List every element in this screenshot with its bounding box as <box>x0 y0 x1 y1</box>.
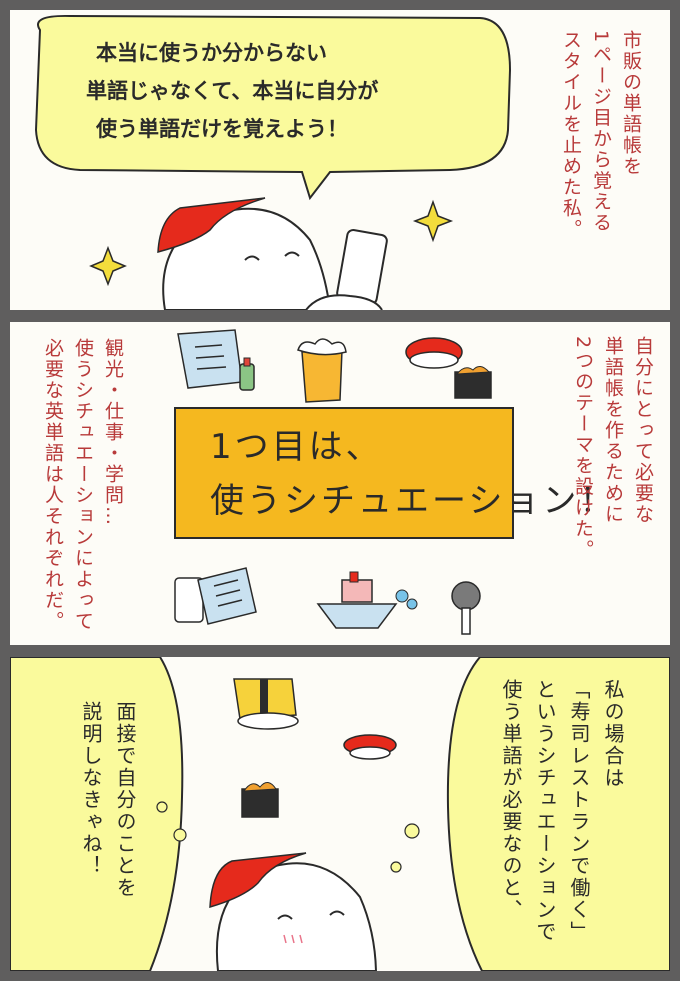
panel-3: 私の場合は 「寿司レストランで働く」 というシチュエーションで 使う単語が必要な… <box>10 657 670 971</box>
narration-line: 私の場合は <box>601 679 625 789</box>
speech-bubble-left <box>10 657 184 971</box>
panel-1: 本当に使うか分からない 単語じゃなくて、本当に自分が 使う単語だけを覚えよう！ … <box>10 10 670 310</box>
document-icon <box>177 329 243 389</box>
theme-banner <box>174 407 514 539</box>
sushi-gunkan-icon <box>454 371 492 399</box>
speech-line: 使う単語だけを覚えよう！ <box>96 117 348 141</box>
document-icon <box>197 567 257 625</box>
speech-line: 説明しなきゃね！ <box>79 701 103 877</box>
narration-line: 観光・仕事・学問… <box>102 338 124 527</box>
speech-line: 面接で自分のことを <box>113 701 137 899</box>
speech-text: 本当に使うか分からない 単語じゃなくて、本当に自分が 使う単語だけを覚えよう！ <box>86 34 378 148</box>
narration-line: スタイルを止めた私。 <box>560 30 582 240</box>
bottle-icon <box>239 363 255 391</box>
banner-text: 1つ目は、 使うシチュエーション！ <box>210 420 616 528</box>
panel-2: 1つ目は、 使うシチュエーション！ 自分にとって必要な 単語帳を作るために 2つ… <box>10 322 670 645</box>
sushi-gunkan-icon <box>241 788 279 818</box>
red-hat <box>209 852 307 909</box>
beer-icon <box>301 349 343 403</box>
speech-bubble <box>34 14 512 201</box>
panel-1-art <box>34 14 512 310</box>
banner-line: 1つ目は、 <box>210 427 383 467</box>
narration-line: 使う単語が必要なのと、 <box>499 679 523 921</box>
narration-line: 必要な英単語は人それぞれだ。 <box>42 338 64 632</box>
sparkle-icon <box>89 245 127 287</box>
narration-line: 市販の単語帳を <box>620 30 642 177</box>
narration-line: 1ページ目から覚える <box>590 30 612 234</box>
speech-line: 本当に使うか分からない <box>96 41 327 65</box>
panel-2-art <box>174 329 514 635</box>
narration-vertical: 市販の単語帳を 1ページ目から覚える スタイルを止めた私。 <box>550 30 646 290</box>
hand <box>305 294 383 310</box>
narration-left-vertical: 観光・仕事・学問… 使うシチュエーションによって 必要な英単語は人それぞれだ。 <box>32 338 128 638</box>
banner-line: 使うシチュエーション！ <box>210 481 617 521</box>
speech-bubble-right <box>446 657 670 971</box>
narration-line: 2つのテーマを設けた。 <box>572 336 594 561</box>
narration-line: というシチュエーションで <box>533 679 557 943</box>
sparkle-icon <box>412 199 454 243</box>
narration-right-vertical: 私の場合は 「寿司レストランで働く」 というシチュエーションで 使う単語が必要な… <box>480 679 630 959</box>
narration-line: 「寿司レストランで働く」 <box>567 679 591 943</box>
speech-left-vertical: 面接で自分のことを 説明しなきゃね！ <box>62 701 142 951</box>
panel-3-art <box>10 657 670 971</box>
character-body <box>215 862 378 971</box>
ship-icon <box>341 579 373 603</box>
speech-line: 単語じゃなくて、本当に自分が <box>86 79 379 103</box>
narration-line: 単語帳を作るために <box>602 336 624 525</box>
red-hat <box>157 197 266 253</box>
microphone-icon <box>451 581 481 611</box>
narration-line: 使うシチュエーションによって <box>72 338 94 632</box>
narration-right-vertical: 自分にとって必要な 単語帳を作るために 2つのテーマを設けた。 <box>562 336 658 636</box>
phone <box>336 229 388 305</box>
narration-line: 自分にとって必要な <box>632 336 654 525</box>
